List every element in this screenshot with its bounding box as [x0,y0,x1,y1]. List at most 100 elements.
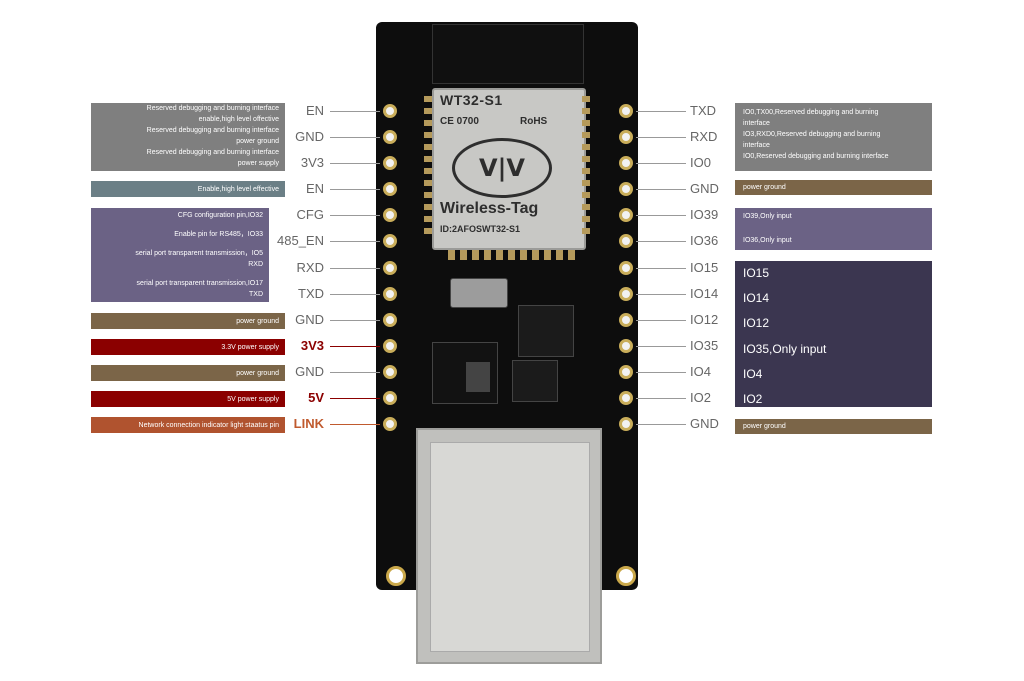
left-pin-leader-line [330,424,380,425]
right-pin-label: GND [690,181,719,196]
box-line: Enable,high level effective [197,186,279,193]
box-line: interface [743,120,770,127]
module-pad [424,192,432,198]
box-line: IO35,Only input [743,341,827,356]
box-line: power supply [237,160,279,167]
left-pin-label: LINK [293,416,324,431]
box-line: Reserved debugging and burning interface [146,105,279,112]
module-pad [424,204,432,210]
left-box-3v3: 3.3V power supply [91,339,285,355]
right-pin-leader-line [636,189,686,190]
right-pin-leader-line [636,268,686,269]
box-line: Enable pin for RS485，IO33 [174,231,263,238]
box-line: IO0,Reserved debugging and burning inter… [743,153,889,160]
left-pin-leader-line [330,372,380,373]
header-pin-left-icon [383,234,397,248]
module-brand: Wireless-Tag [440,200,539,217]
header-pin-left-icon [383,261,397,275]
header-pin-left-icon [383,417,397,431]
left-box-5v: 5V power supply [91,391,285,407]
rohs-mark: RoHS [520,116,548,127]
left-pin-leader-line [330,215,380,216]
header-pin-left-icon [383,313,397,327]
header-pin-left-icon [383,156,397,170]
module-pad [424,180,432,186]
header-pin-left-icon [383,104,397,118]
fcc-id: ID:2AFOSWT32-S1 [440,224,521,234]
right-pin-label: IO35 [690,338,719,353]
box-line: IO39,Only input [743,213,792,220]
left-pin-label: GND [295,312,324,327]
ethernet-phy-chip [518,305,574,357]
right-pin-leader-line [636,398,686,399]
left-pin-leader-line [330,398,380,399]
left-pin-label: 3V3 [300,338,324,353]
box-line: IO14 [743,291,770,306]
left-pin-label: GND [295,129,324,144]
module-pad [424,96,432,102]
left-pin-leader-line [330,163,380,164]
ic-chip [512,360,558,402]
module-pad [568,250,575,260]
header-pin-left-icon [383,287,397,301]
crystal-oscillator [450,278,508,308]
module-pad [424,120,432,126]
header-pin-right-icon [619,391,633,405]
right-pin-leader-line [636,111,686,112]
left-pin-leader-line [330,268,380,269]
left-pin-leader-line [330,346,380,347]
module-pad [582,228,590,234]
header-pin-right-icon [619,287,633,301]
left-pin-leader-line [330,294,380,295]
header-pin-right-icon [619,182,633,196]
left-pin-label: TXD [298,286,324,301]
box-line: IO0,TX00,Reserved debugging and burning [743,109,879,116]
left-pin-label: EN [305,103,324,118]
module-pad [582,132,590,138]
box-line: enable,high level offective [198,116,279,123]
wireless-tag-logo-icon: V|V [452,138,552,198]
left-box-debug: Reserved debugging and burning interface… [91,103,285,171]
right-pin-leader-line [636,372,686,373]
header-pin-left-icon [383,130,397,144]
header-pin-right-icon [619,339,633,353]
box-line: serial port transparent transmission,IO1… [136,280,263,287]
right-pin-leader-line [636,241,686,242]
left-pin-label: 3V3 [300,155,324,170]
header-pin-right-icon [619,234,633,248]
header-pin-right-icon [619,130,633,144]
box-line: power ground [236,318,279,325]
right-pin-label: RXD [690,129,718,144]
header-pin-left-icon [383,182,397,196]
module-pad [582,168,590,174]
module-pad [582,120,590,126]
right-pin-label: IO4 [690,364,711,379]
header-pin-left-icon [383,391,397,405]
box-line: TXD [249,291,263,298]
module-pad [448,250,455,260]
rj45-jack-face [430,442,590,652]
mounting-hole-icon [386,566,406,586]
module-pad [520,250,527,260]
box-line: 3.3V power supply [221,344,279,351]
box-line: power ground [236,138,279,145]
left-pin-label: CFG [296,207,324,222]
box-line: power ground [236,370,279,377]
module-pad [582,204,590,210]
ce-mark: CE 0700 [440,116,479,127]
module-pad [424,108,432,114]
header-pin-right-icon [619,156,633,170]
right-pin-leader-line [636,163,686,164]
right-pin-label: TXD [690,103,716,118]
module-pad [424,156,432,162]
right-pin-label: IO14 [690,286,719,301]
box-line: RXD [248,261,263,268]
pcb-antenna [432,24,584,84]
module-pad [582,96,590,102]
module-pad [424,132,432,138]
box-line: power ground [743,184,786,191]
left-box-gnd-2: power ground [91,365,285,381]
module-pad [544,250,551,260]
module-pad [582,156,590,162]
